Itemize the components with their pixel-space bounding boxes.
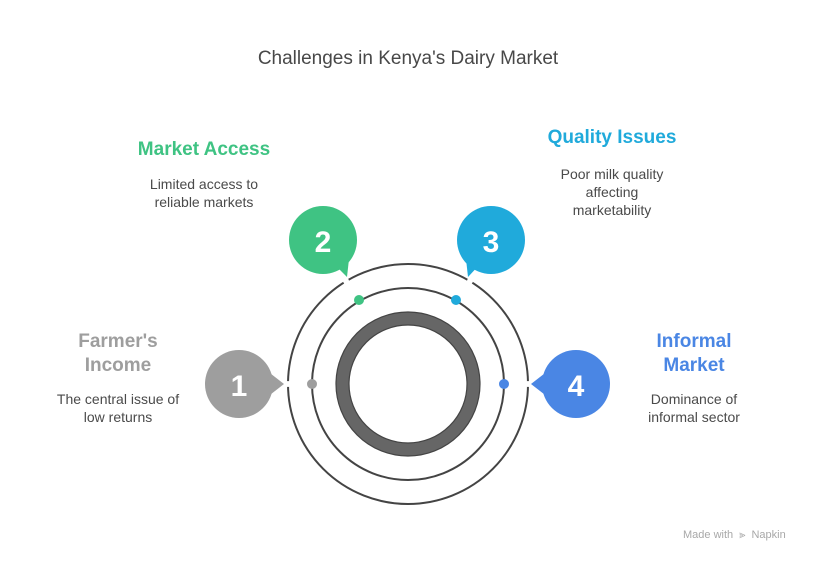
- item-1-heading: Farmer's Income: [58, 330, 178, 378]
- diagram-title: Challenges in Kenya's Dairy Market: [257, 48, 559, 69]
- item-1-heading-line2: Income: [84, 355, 152, 376]
- item-4-description: Dominance of informal sector: [614, 390, 774, 426]
- marker-dot-2: [354, 295, 364, 305]
- item-4-heading-line2: Market: [663, 355, 725, 376]
- item-1-heading-line1: Farmer's: [78, 331, 158, 352]
- item-1-desc-line1: The central issue of: [56, 391, 180, 407]
- item-1-desc-line2: low returns: [83, 409, 153, 425]
- ring-gap: [525, 381, 531, 387]
- ring-gap: [285, 381, 291, 387]
- bubble-1: 1: [205, 350, 284, 418]
- bubble-number-1: 1: [231, 370, 248, 403]
- bubble-number-3: 3: [483, 226, 500, 259]
- core-ring-edge-outer: [335, 311, 481, 457]
- item-3-desc-line3: marketability: [572, 202, 652, 218]
- item-4-heading: Informal Market: [634, 330, 754, 378]
- bubble-number-2: 2: [315, 226, 332, 259]
- bubble-3: 3: [457, 206, 525, 277]
- napkin-logo-icon: ⫸: [739, 529, 746, 541]
- bubble-number-4: 4: [568, 370, 585, 403]
- bubble-2: 2: [289, 206, 357, 277]
- marker-dot-3: [451, 295, 461, 305]
- item-2-description: Limited access to reliable markets: [124, 175, 284, 211]
- item-3-desc-line1: Poor milk quality: [560, 166, 664, 182]
- item-3-description: Poor milk quality affecting marketabilit…: [532, 165, 692, 219]
- made-with-label: Made with: [683, 529, 734, 541]
- marker-dot-1: [307, 379, 317, 389]
- item-4-desc-line2: informal sector: [648, 409, 740, 425]
- item-2-desc-line2: reliable markets: [154, 194, 254, 210]
- item-1-description: The central issue of low returns: [38, 390, 198, 426]
- item-3-desc-line2: affecting: [585, 184, 639, 200]
- ring-gap: [343, 278, 349, 284]
- ring-gap: [467, 278, 473, 284]
- brand-name: Napkin: [751, 529, 786, 541]
- item-4-heading-line1: Informal: [656, 331, 732, 352]
- item-3-heading: Quality Issues: [547, 127, 677, 148]
- item-2-heading: Market Access: [137, 139, 271, 160]
- item-4-desc-line1: Dominance of: [650, 391, 738, 407]
- bubble-4: 4: [531, 350, 610, 418]
- core-ring-edge-inner: [348, 324, 468, 444]
- item-2-desc-line1: Limited access to: [149, 176, 259, 192]
- outer-ring: [287, 263, 529, 505]
- marker-dot-4: [499, 379, 509, 389]
- made-with-napkin[interactable]: Made with ⫸ Napkin: [683, 529, 786, 542]
- core-ring: [336, 312, 480, 456]
